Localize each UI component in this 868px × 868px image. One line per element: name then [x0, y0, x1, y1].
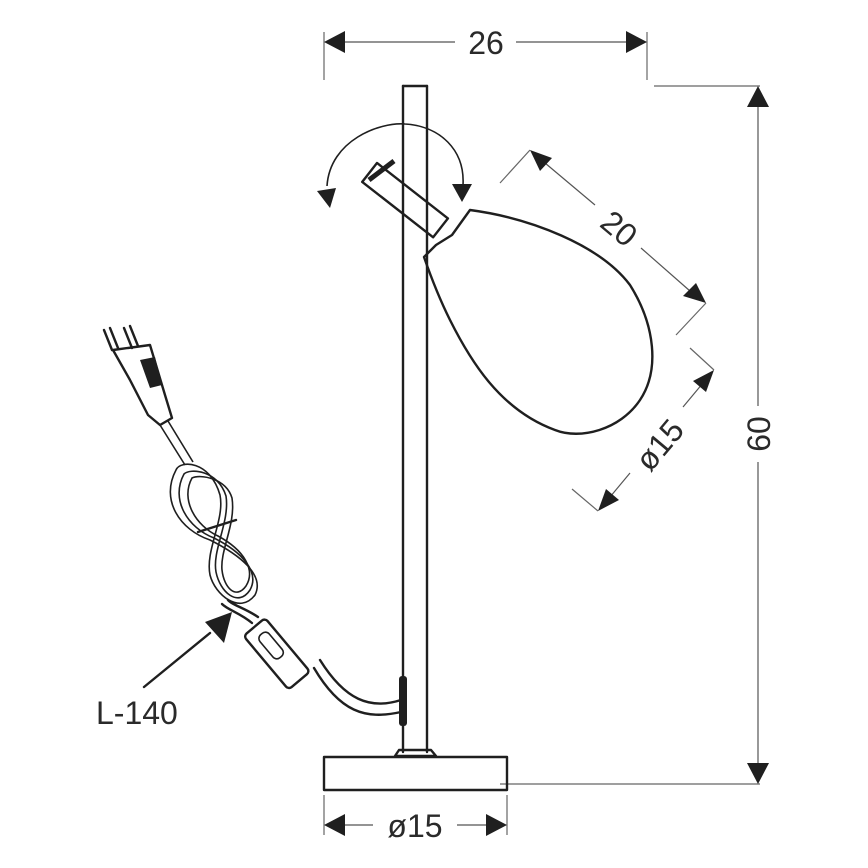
- cable-coil-icon: [169, 463, 258, 604]
- base-diameter-label: ø15: [387, 808, 442, 844]
- shade-diameter-label: ø15: [628, 412, 691, 477]
- arrow-left-icon: [324, 814, 345, 836]
- inline-switch-icon: [243, 618, 310, 690]
- lamp-pole: [401, 84, 429, 754]
- base-diameter-dimension: ø15: [323, 795, 508, 844]
- height-label: 60: [741, 416, 777, 452]
- arrow-up-icon: [747, 86, 769, 107]
- shade-arm: [361, 159, 450, 239]
- cable-length-callout: L-140: [96, 612, 232, 731]
- arrow-upleft-icon: [530, 150, 552, 171]
- rotate-left-arrow-icon: [317, 188, 336, 208]
- cable-length-label: L-140: [96, 695, 178, 731]
- power-cord: [102, 324, 407, 726]
- arrow-left-icon: [324, 31, 345, 53]
- arrow-right-icon: [626, 31, 647, 53]
- callout-arrow-icon: [205, 612, 232, 643]
- arrow-downright-icon: [683, 283, 706, 303]
- width-label: 26: [468, 25, 504, 61]
- power-plug-icon: [102, 324, 174, 427]
- height-dimension: 60: [500, 85, 777, 785]
- width-dimension: 26: [323, 25, 648, 80]
- arrow-downleft-icon: [598, 489, 619, 511]
- rotate-right-arrow-icon: [452, 184, 472, 202]
- shade-length-dimension: 20: [499, 149, 707, 336]
- cable-clip-icon: [399, 676, 407, 726]
- arrow-right-icon: [486, 814, 507, 836]
- lamp-shade: [422, 208, 654, 435]
- shade-diameter-dimension: ø15: [571, 347, 715, 512]
- shade-length-label: 20: [594, 203, 644, 253]
- arrow-down-icon: [747, 763, 769, 784]
- rotation-indicator: [317, 123, 472, 208]
- lamp-base: [322, 748, 509, 792]
- arrow-upright-icon: [693, 370, 714, 392]
